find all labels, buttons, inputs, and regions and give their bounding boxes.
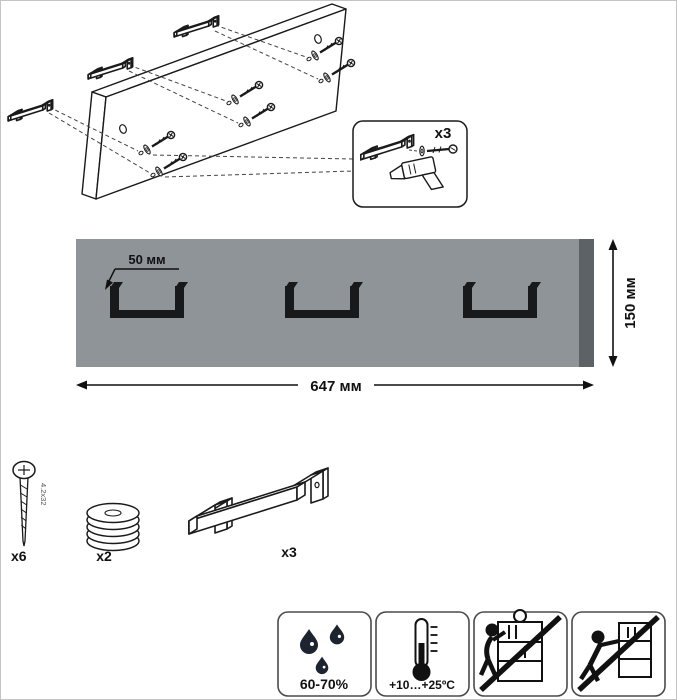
- hook-exploded-3: [7, 99, 53, 122]
- washer-count-label: x2: [96, 548, 112, 564]
- callout-count-label: x3: [435, 125, 452, 142]
- condition-icons: 60-70% +10…+25ºC: [277, 609, 666, 697]
- prohibition-line: [577, 614, 660, 693]
- panel-edge: [579, 239, 594, 367]
- humidity-label: 60-70%: [300, 676, 349, 692]
- dimension-panel-width: 647 мм: [76, 375, 594, 395]
- condition-box-humidity: 60-70%: [277, 611, 372, 697]
- detail-callout: x3: [352, 120, 468, 208]
- screw-icon: [12, 460, 36, 547]
- screwdriver-icon: [389, 156, 444, 191]
- assembly-leader-lines: [48, 24, 354, 178]
- hook-hardware-icon: [188, 467, 329, 535]
- mounting-hole: [119, 124, 127, 134]
- no-climbing-icon: [478, 609, 562, 693]
- hook-exploded-2: [87, 57, 133, 80]
- prohibition-line: [479, 614, 562, 693]
- screw-size-label: 4.2x32: [39, 483, 48, 506]
- screw-count-label: x6: [11, 548, 27, 564]
- washer-stack-icon: [86, 502, 140, 552]
- temperature-label: +10…+25ºC: [389, 678, 455, 692]
- hook-offset-label: 50 мм: [128, 252, 165, 267]
- panel-front-view: 50 мм 150 мм 647 мм: [76, 239, 639, 395]
- no-tipping-icon: [577, 614, 660, 693]
- mounting-hole: [314, 34, 322, 44]
- condition-box-no-tipping: [571, 611, 666, 697]
- condition-box-no-climbing: [473, 609, 568, 697]
- hook-count-label: x3: [281, 544, 297, 560]
- condition-box-temperature: +10…+25ºC: [375, 611, 470, 697]
- hook-exploded-1: [173, 15, 219, 38]
- exploded-view: x3: [7, 3, 468, 208]
- thermometer-icon: [412, 618, 438, 681]
- hardware-list: 4.2x32 x6 x2 x3: [11, 460, 329, 564]
- board-isometric: [81, 3, 347, 200]
- dimension-hook-offset: 50 мм: [105, 252, 179, 290]
- panel-face: [76, 239, 579, 367]
- dimension-panel-height: 150 мм: [608, 239, 639, 367]
- panel-height-label: 150 мм: [622, 277, 639, 328]
- screw-detail-icon: [408, 144, 458, 157]
- panel-width-label: 647 мм: [310, 378, 361, 395]
